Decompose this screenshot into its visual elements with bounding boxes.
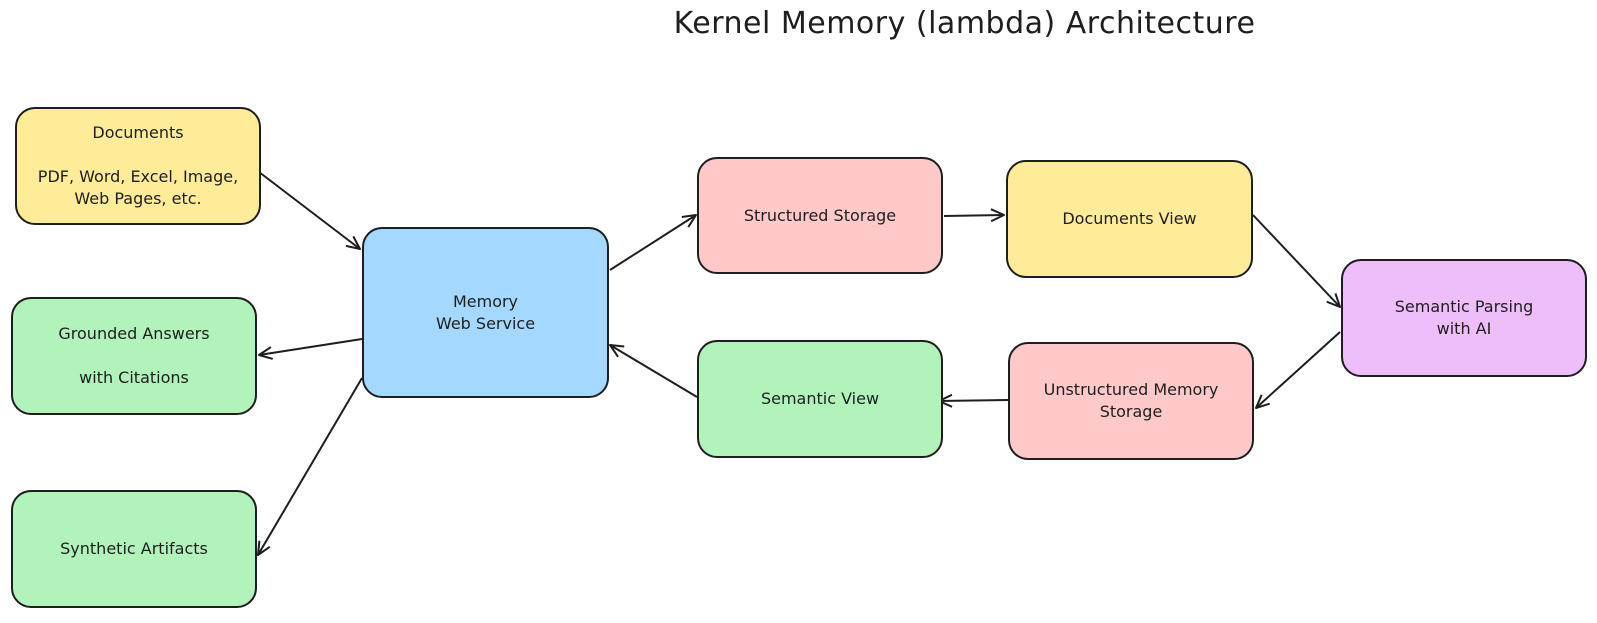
diagram-title-text: Kernel Memory (lambda) Architecture [673, 6, 1256, 41]
edge-documents-to-memory-service [258, 171, 361, 250]
semantic-parsing-node: Semantic Parsing with AI [1341, 259, 1587, 377]
edge-memory-service-to-synthetic-artifacts [257, 377, 363, 556]
documents-types: PDF, Word, Excel, Image, [37, 167, 239, 186]
grounded-answers-sublabel: with Citations [79, 368, 189, 387]
documents-types-more: Web Pages, etc. [74, 189, 202, 208]
structured-storage-label: Structured Storage [743, 205, 897, 225]
memory-web-service-node: Memory Web Service [362, 227, 609, 398]
synthetic-artifacts-node: Synthetic Artifacts [11, 490, 257, 608]
memory-web-service-sublabel: Web Service [435, 313, 536, 333]
documents-node: Documents PDF, Word, Excel, Image, Web P… [15, 107, 261, 225]
unstructured-storage-node: Unstructured Memory Storage [1008, 342, 1254, 460]
semantic-view-label: Semantic View [760, 389, 880, 408]
memory-web-service-label: Memory [452, 291, 519, 311]
structured-storage-node: Structured Storage [697, 157, 943, 274]
documents-title: Documents [92, 123, 184, 142]
grounded-answers-label: Grounded Answers [58, 324, 210, 343]
unstructured-storage-label: Unstructured Memory [1043, 380, 1219, 399]
edge-memory-service-to-grounded-answers [258, 338, 363, 360]
edge-unstructured-storage-to-semantic-view [938, 393, 1009, 408]
edge-documents-view-to-semantic-parsing [1252, 214, 1341, 308]
unstructured-storage-sublabel: Storage [1099, 402, 1163, 421]
diagram-title: Kernel Memory (lambda) Architecture [0, 6, 1597, 41]
documents-view-node: Documents View [1006, 160, 1253, 278]
grounded-answers-node: Grounded Answers with Citations [11, 297, 257, 415]
synthetic-artifacts-label: Synthetic Artifacts [60, 539, 208, 558]
edge-structured-storage-to-documents-view [943, 208, 1005, 223]
semantic-parsing-sublabel: with AI [1436, 319, 1492, 338]
edge-semantic-view-to-memory-service [609, 344, 698, 398]
semantic-view-node: Semantic View [697, 340, 943, 458]
edge-memory-service-to-structured-storage [609, 214, 697, 271]
documents-view-label: Documents View [1062, 209, 1197, 228]
semantic-parsing-label: Semantic Parsing [1394, 297, 1534, 316]
edge-semantic-parsing-to-unstructured-storage [1255, 331, 1341, 409]
